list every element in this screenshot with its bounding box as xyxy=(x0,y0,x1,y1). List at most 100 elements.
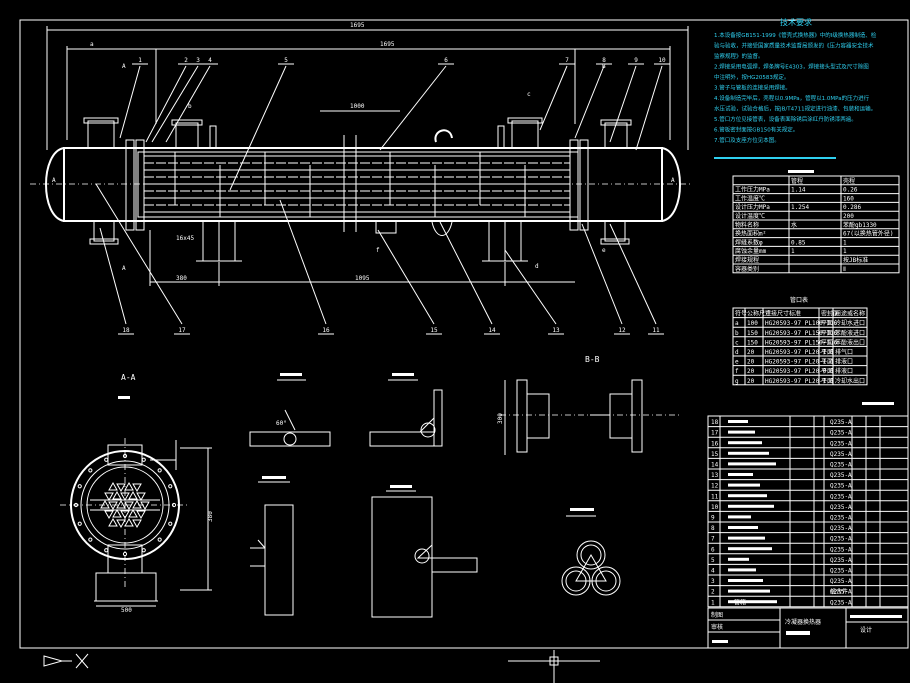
dim-baffle: 1000 xyxy=(350,103,365,110)
bom-last-name: 管箱 xyxy=(734,598,746,606)
section-aa-title: A-A xyxy=(121,373,136,382)
bom-material-10: Q235-A xyxy=(830,504,852,511)
bom-row-17: 17 xyxy=(711,430,719,437)
tech-line-11: 7.管口及支座方位见本图。 xyxy=(714,136,780,144)
label-section-b: B xyxy=(602,63,606,70)
balloon-4: 4 xyxy=(208,57,212,64)
balloon-18: 18 xyxy=(122,327,130,334)
label-a-right: A xyxy=(671,177,675,184)
balloon-11: 11 xyxy=(652,327,660,334)
baffles xyxy=(174,152,526,217)
cell-r8-c2: 1 xyxy=(843,248,847,255)
cell-r5-c0: 物料名称 xyxy=(735,221,759,229)
bom-row-13: 13 xyxy=(711,472,719,479)
bom-material-14: Q235-A xyxy=(830,462,852,469)
cell-r7-c2: 1 xyxy=(843,239,847,246)
cell-r5-c2: HG20593-97 PL20-1.6 xyxy=(765,359,834,366)
bom-row-6: 6 xyxy=(711,546,715,553)
bom-material-2: Q235-A xyxy=(830,589,852,596)
cell-r1-c2: 0.26 xyxy=(843,187,858,194)
cell-r7-c1: 20 xyxy=(747,378,755,385)
bom-material-16: Q235-A xyxy=(830,440,852,447)
cell-r6-c4: 排液口 xyxy=(835,367,853,375)
cell-r2-c0: b xyxy=(735,330,739,337)
main-elevation-view: a 1695 1695 xyxy=(30,22,690,335)
cell-r1-c1: 1.14 xyxy=(791,187,806,194)
cell-r7-c0: 焊缝系数φ xyxy=(735,238,763,246)
bom-row-1: 1 xyxy=(711,599,715,606)
label-nozzle-f: f xyxy=(376,247,380,254)
cell-r7-c4: 冷却水出口 xyxy=(835,377,865,385)
tech-line-8: 水压试验，试验合格后，按JB/T4711规定进行油漆、包装和运输。 xyxy=(714,105,876,113)
cell-r4-c2: 200 xyxy=(843,213,854,220)
cell-r2-c2: 160 xyxy=(843,195,854,202)
tech-line-10: 6.管板密封面按GB150有关规定。 xyxy=(714,126,798,134)
label-nozzle-b: b xyxy=(188,103,192,110)
cell-r3-c2: HG20593-97 PL150-1.6 xyxy=(765,339,838,346)
bom-material-11: Q235-A xyxy=(830,493,852,500)
cell-r0-c4: 用途或名称 xyxy=(835,310,865,318)
cell-r1-c0: a xyxy=(735,320,739,327)
balloon-14: 14 xyxy=(488,327,496,334)
bom-row-9: 9 xyxy=(711,515,715,522)
tech-title: 技术要求 xyxy=(780,17,812,27)
title-design: 设计 xyxy=(860,626,872,634)
bom-row-16: 16 xyxy=(711,440,719,447)
cell-r10-c2: Ⅱ xyxy=(843,266,846,273)
balloon-6: 6 xyxy=(444,57,448,64)
dim-saddle-span: 1095 xyxy=(355,275,370,282)
bom-material-7: Q235-A xyxy=(830,536,852,543)
cell-r1-c3: 平面 xyxy=(821,320,833,327)
cell-r2-c1: 150 xyxy=(747,330,758,337)
bom-row-12: 12 xyxy=(711,483,719,490)
cell-r8-c1: 1 xyxy=(791,248,795,255)
label-nozzle-d: d xyxy=(535,263,539,270)
nozzle-table-title: 管口表 xyxy=(790,296,808,304)
tube-bundle xyxy=(144,155,570,213)
balloon-3: 3 xyxy=(196,57,200,64)
cell-r7-c1: 0.85 xyxy=(791,239,806,246)
bom-assembly: 组合件 xyxy=(830,588,848,596)
bom-row-2: 2 xyxy=(711,589,715,596)
bom-row-14: 14 xyxy=(711,462,719,469)
label-a-left: A xyxy=(52,177,56,184)
cell-r5-c3: 平面 xyxy=(821,359,833,366)
cell-r2-c2: HG20593-97 PL150-1.6 xyxy=(765,330,838,337)
title-name: 冷凝器换热器 xyxy=(785,618,821,626)
cell-r1-c0: 工作压力MPa xyxy=(735,186,770,194)
cell-r1-c2: HG20593-97 PL100-1.6 xyxy=(765,320,838,327)
ucs-icon xyxy=(43,653,89,669)
cell-r0-c1: 管程 xyxy=(791,177,803,185)
balloon-12: 12 xyxy=(618,327,626,334)
balloon-13: 13 xyxy=(552,327,560,334)
cell-r4-c3: 平面 xyxy=(821,349,833,356)
bom-material-15: Q235-A xyxy=(830,451,852,458)
cell-r2-c3: 平面 xyxy=(821,330,833,337)
balloon-15: 15 xyxy=(430,327,438,334)
balloon-17: 17 xyxy=(178,327,186,334)
sheet-border xyxy=(19,19,909,649)
cell-r4-c0: 设计温度℃ xyxy=(735,212,765,220)
cell-r3-c1: 150 xyxy=(747,339,758,346)
cell-r9-c2: 按JB标准 xyxy=(843,256,868,264)
cell-r4-c0: d xyxy=(735,349,739,356)
cell-r7-c2: HG20593-97 PL20-1.6 xyxy=(765,378,834,385)
cell-r5-c1: 水 xyxy=(791,221,797,229)
cell-r7-c3: 平面 xyxy=(821,378,833,385)
dim-bolt: 16x45 xyxy=(176,235,194,242)
cell-r3-c0: c xyxy=(735,339,739,346)
cell-r8-c0: 腐蚀余量mm xyxy=(735,247,767,255)
bom-material-4: Q235-A xyxy=(830,568,852,575)
label-nozzle-c: c xyxy=(527,91,531,98)
bom-material-6: Q235-A xyxy=(830,546,852,553)
cell-r1-c4: 冷却水进口 xyxy=(835,319,865,327)
tech-line-4: 2.焊接采用电弧焊，焊条牌号E4303，焊接接头型式及尺寸除图 xyxy=(714,63,869,71)
dim-bb-height: 300 xyxy=(497,413,504,424)
title-checked: 审核 xyxy=(711,623,723,631)
cell-r3-c0: 设计压力MPa xyxy=(735,203,770,211)
bom-row-10: 10 xyxy=(711,504,719,511)
